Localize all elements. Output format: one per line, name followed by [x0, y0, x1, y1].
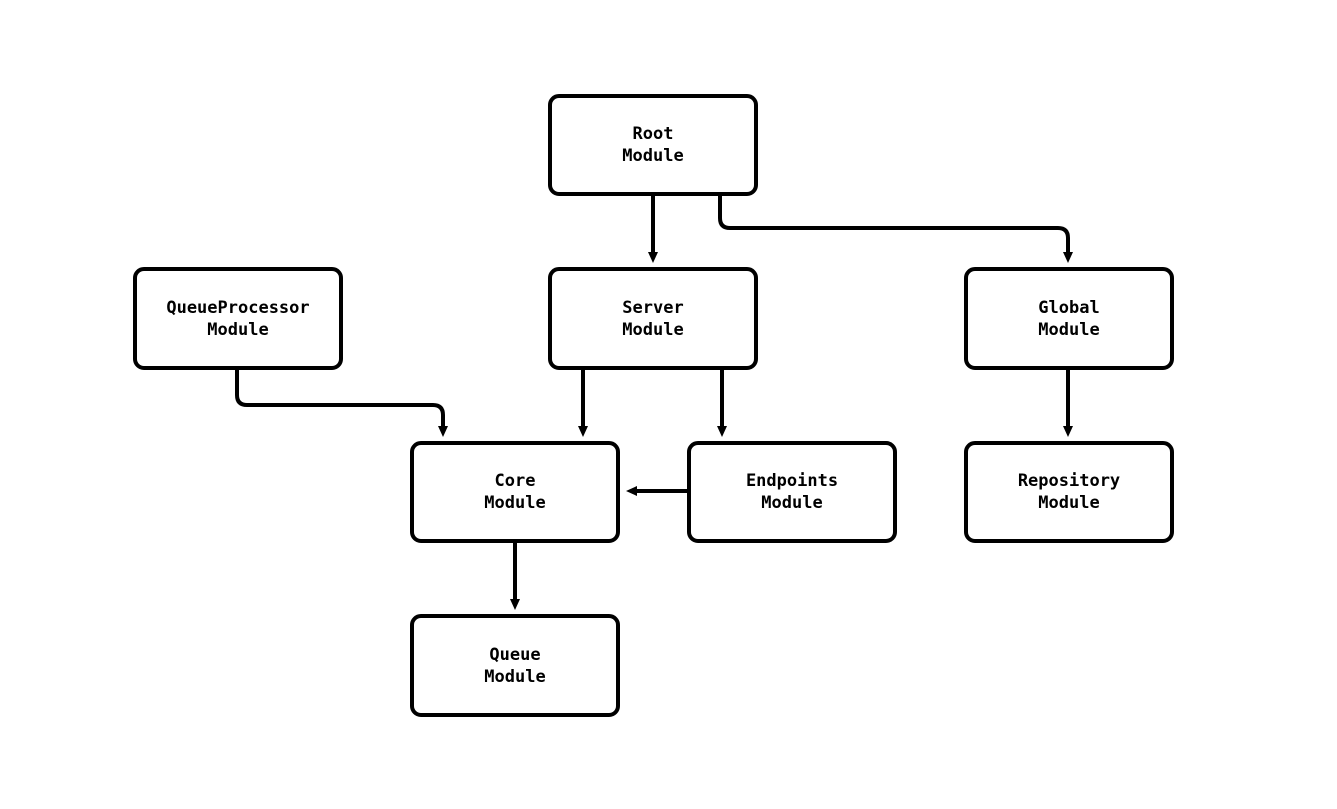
node-global-module-name: Global: [1038, 297, 1100, 318]
node-queueprocessor-module-suffix: Module: [207, 319, 269, 340]
node-repository-module-name: Repository: [1017, 471, 1121, 491]
node-root-module-name: Root: [632, 124, 674, 144]
node-global-module-suffix: Module: [1038, 319, 1100, 340]
node-global-module[interactable]: Global Module: [964, 267, 1174, 370]
node-queue-module-suffix: Module: [484, 666, 546, 687]
node-queue-module[interactable]: Queue Module: [410, 614, 620, 717]
node-repository-module[interactable]: Repository Module: [964, 441, 1174, 543]
node-server-module-suffix: Module: [622, 319, 684, 340]
node-endpoints-module[interactable]: Endpoints Module: [687, 441, 897, 543]
node-queue-module-name: Queue: [489, 644, 541, 665]
node-repository-module-suffix: Module: [1038, 493, 1100, 513]
node-core-module-suffix: Module: [484, 493, 546, 513]
edge-queueprocessor-core: [235, 370, 448, 437]
node-server-module[interactable]: Server Module: [548, 267, 758, 370]
node-queueprocessor-module-name: QueueProcessor: [166, 297, 310, 318]
node-core-module-name: Core: [494, 471, 536, 491]
node-queueprocessor-module[interactable]: QueueProcessor Module: [133, 267, 343, 370]
node-root-module[interactable]: Root Module: [548, 94, 758, 196]
node-endpoints-module-name: Endpoints: [745, 471, 839, 491]
node-endpoints-module-suffix: Module: [761, 493, 823, 513]
node-server-module-name: Server: [622, 297, 684, 318]
node-core-module[interactable]: Core Module: [410, 441, 620, 543]
node-root-module-suffix: Module: [622, 146, 684, 166]
edge-root-global: [718, 196, 1073, 263]
